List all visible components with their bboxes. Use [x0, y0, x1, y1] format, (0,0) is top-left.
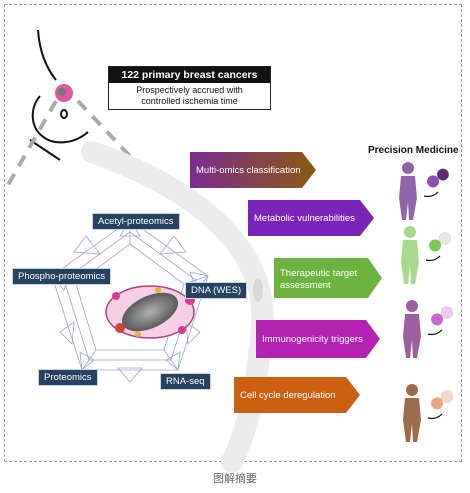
figure-caption: 图解摘要 — [213, 473, 257, 485]
arrow-label-3: Therapeutic target — [280, 268, 357, 279]
figure-body-2 — [401, 240, 419, 284]
pill-icon-1 — [427, 168, 450, 188]
curved-arrow-icon-2 — [425, 255, 441, 262]
tumor-spot-icon — [55, 84, 73, 102]
band-knob — [253, 278, 263, 302]
label-dna-wes: DNA (WES) — [185, 282, 248, 299]
arrow-4 — [256, 320, 380, 358]
curved-arrow-icon-1 — [423, 191, 439, 198]
label-acetyl-proteomics: Acetyl-proteomics — [92, 213, 180, 230]
figure-body-1 — [399, 176, 417, 220]
cohort-line-2: controlled ischemia time — [141, 96, 238, 106]
label-phospho-proteomics: Phospho-proteomics — [12, 268, 112, 285]
figure-body-3 — [403, 314, 421, 358]
cohort-title: 122 primary breast cancers — [109, 67, 270, 83]
figure-head-3 — [406, 300, 418, 312]
figure-head-2 — [404, 226, 416, 238]
figure-head-4 — [406, 384, 418, 396]
zoom-lines — [6, 99, 162, 190]
patient-figure-2 — [401, 226, 452, 284]
precision-medicine-title: Precision Medicine — [368, 145, 459, 156]
patient-figure-1 — [399, 162, 450, 220]
curved-band — [81, 141, 274, 473]
arrow-5 — [234, 377, 360, 413]
pill-icon-3 — [431, 306, 454, 326]
tumor-microenvironment-icon — [105, 285, 195, 339]
label-proteomics: Proteomics — [38, 369, 98, 386]
label-rna-seq: RNA-seq — [160, 373, 211, 390]
arrow-label-4: Immunogenicity triggers — [262, 334, 363, 345]
arrow-label-2: Metabolic vulnerabilities — [254, 213, 355, 224]
arrow-label-3-line2: assessment — [280, 280, 331, 291]
arrow-label-5: Cell cycle deregulation — [240, 390, 336, 401]
cohort-line-1: Prospectively accrued with — [136, 85, 243, 95]
figure-layer — [399, 162, 454, 442]
figure-head-1 — [402, 162, 414, 174]
figure-body-4 — [403, 398, 421, 442]
pill-icon-4 — [431, 390, 454, 410]
arrow-label-1: Multi-omics classification — [196, 165, 301, 176]
patient-figure-3 — [403, 300, 454, 358]
arrow-2 — [248, 200, 374, 236]
curved-arrow-icon-3 — [427, 329, 443, 336]
cohort-box: 122 primary breast cancers Prospectively… — [108, 66, 271, 110]
curved-arrow-icon-4 — [427, 413, 443, 420]
breast-outline-icon — [29, 29, 89, 161]
arrow-1 — [190, 152, 316, 188]
arrow-3 — [274, 258, 382, 298]
patient-figure-4 — [403, 384, 454, 442]
pill-icon-2 — [429, 232, 452, 252]
